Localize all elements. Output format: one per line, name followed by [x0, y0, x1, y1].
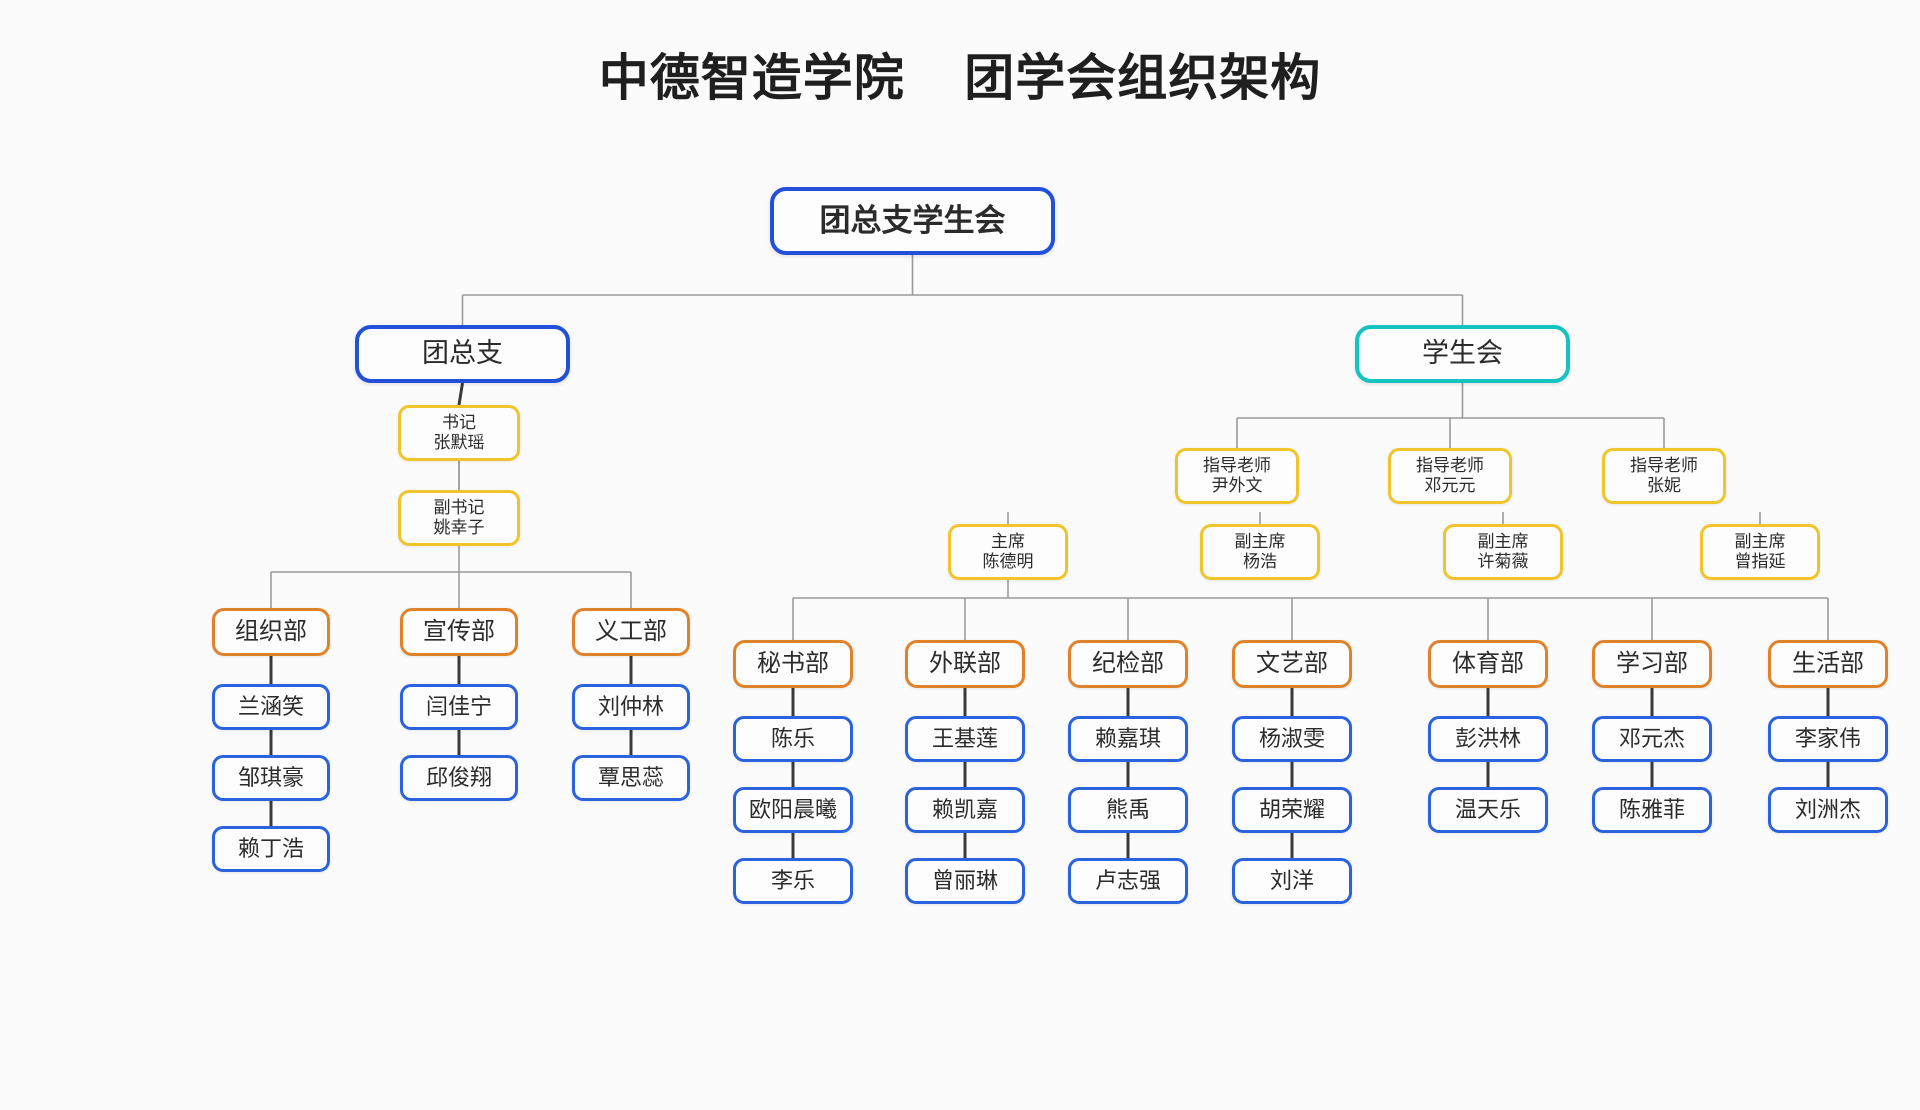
member-node[interactable]: 曾丽琳 [905, 858, 1025, 904]
member-node[interactable]: 李乐 [733, 858, 853, 904]
chair-node-2[interactable]: 副主席 杨浩 [1200, 524, 1320, 580]
member-node[interactable]: 温天乐 [1428, 787, 1548, 833]
member-node[interactable]: 覃思蕊 [572, 755, 690, 801]
su-department-node-3[interactable]: 纪检部 [1068, 640, 1188, 688]
member-node[interactable]: 邱俊翔 [400, 755, 518, 801]
su-department-node-6[interactable]: 学习部 [1592, 640, 1712, 688]
chair-node-3[interactable]: 副主席 许菊薇 [1443, 524, 1563, 580]
branch-node-student-union[interactable]: 学生会 [1355, 325, 1570, 383]
member-node[interactable]: 邓元杰 [1592, 716, 1712, 762]
advisor-node-2[interactable]: 指导老师 邓元元 [1388, 448, 1512, 504]
branch-node-league-branch[interactable]: 团总支 [355, 325, 570, 383]
member-node[interactable]: 欧阳晨曦 [733, 787, 853, 833]
su-department-node-2[interactable]: 外联部 [905, 640, 1025, 688]
su-department-node-1[interactable]: 秘书部 [733, 640, 853, 688]
member-node[interactable]: 闫佳宁 [400, 684, 518, 730]
member-node[interactable]: 陈乐 [733, 716, 853, 762]
member-node[interactable]: 熊禹 [1068, 787, 1188, 833]
member-node[interactable]: 兰涵笑 [212, 684, 330, 730]
chair-node-1[interactable]: 主席 陈德明 [948, 524, 1068, 580]
role-node-deputy-secretary[interactable]: 副书记 姚幸子 [398, 490, 520, 546]
member-node[interactable]: 邹琪豪 [212, 755, 330, 801]
member-node[interactable]: 彭洪林 [1428, 716, 1548, 762]
member-node[interactable]: 卢志强 [1068, 858, 1188, 904]
root-node-tuanzongzhi-xueshenghui[interactable]: 团总支学生会 [770, 187, 1055, 255]
member-node[interactable]: 刘洋 [1232, 858, 1352, 904]
su-department-node-7[interactable]: 生活部 [1768, 640, 1888, 688]
advisor-node-1[interactable]: 指导老师 尹外文 [1175, 448, 1299, 504]
member-node[interactable]: 赖丁浩 [212, 826, 330, 872]
su-department-node-5[interactable]: 体育部 [1428, 640, 1548, 688]
department-node-2[interactable]: 宣传部 [400, 608, 518, 656]
chair-node-4[interactable]: 副主席 曾指延 [1700, 524, 1820, 580]
member-node[interactable]: 王基莲 [905, 716, 1025, 762]
department-node-3[interactable]: 义工部 [572, 608, 690, 656]
department-node-1[interactable]: 组织部 [212, 608, 330, 656]
member-node[interactable]: 赖凯嘉 [905, 787, 1025, 833]
member-node[interactable]: 胡荣耀 [1232, 787, 1352, 833]
page-title: 中德智造学院 团学会组织架构 [598, 50, 1322, 106]
member-node[interactable]: 刘仲林 [572, 684, 690, 730]
su-department-node-4[interactable]: 文艺部 [1232, 640, 1352, 688]
member-node[interactable]: 陈雅菲 [1592, 787, 1712, 833]
member-node[interactable]: 赖嘉琪 [1068, 716, 1188, 762]
role-node-secretary[interactable]: 书记 张默瑶 [398, 405, 520, 461]
member-node[interactable]: 刘洲杰 [1768, 787, 1888, 833]
advisor-node-3[interactable]: 指导老师 张妮 [1602, 448, 1726, 504]
member-node[interactable]: 李家伟 [1768, 716, 1888, 762]
member-node[interactable]: 杨淑雯 [1232, 716, 1352, 762]
